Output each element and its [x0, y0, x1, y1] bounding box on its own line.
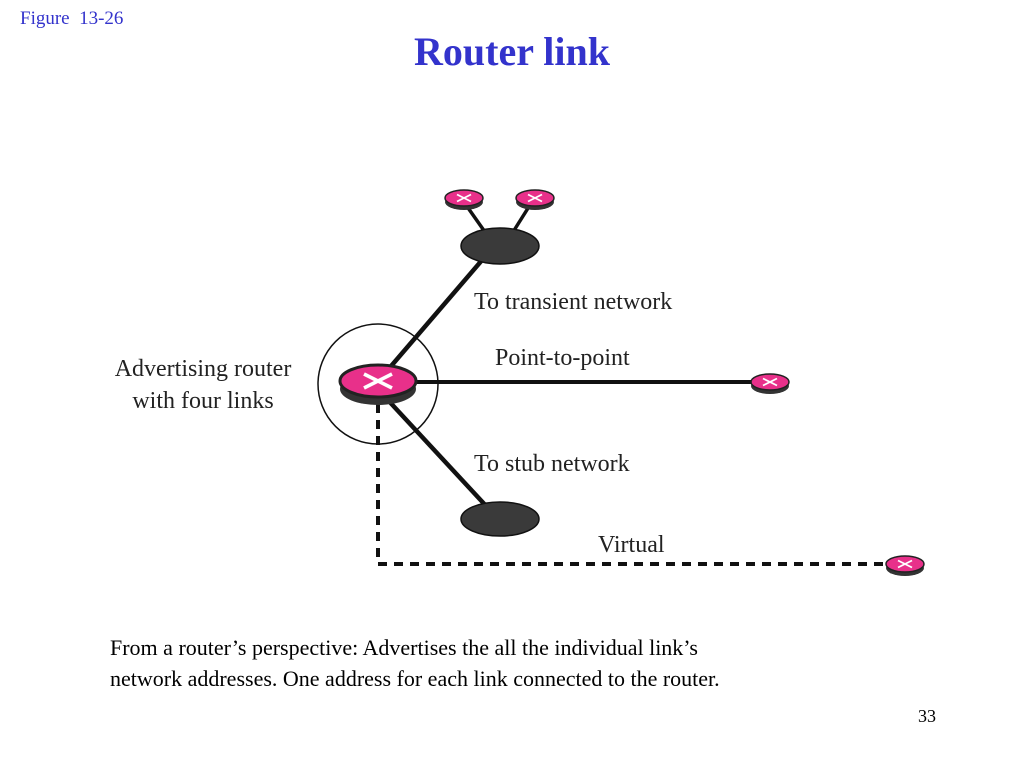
advertising-router-icon: [338, 363, 418, 407]
caption-line-2: network addresses. One address for each …: [110, 666, 720, 691]
transient-router-link-right: [511, 204, 532, 233]
figure-label: Figure 13-26: [20, 8, 124, 29]
transient-link-line: [384, 250, 491, 374]
caption-line-1: From a router’s perspective: Advertises …: [110, 635, 698, 660]
advertising-router-label-line2: with four links: [132, 388, 273, 414]
point-to-point-router-icon: [750, 373, 790, 395]
transient-router-right-icon: [515, 189, 555, 211]
transient-network-label: To transient network: [474, 289, 672, 315]
page-number: 33: [918, 706, 936, 726]
advertising-router-label-line1: Advertising router: [115, 356, 292, 382]
virtual-link-label: Virtual: [598, 532, 665, 558]
advertising-router-circle: [317, 323, 439, 445]
stub-link-line: [384, 396, 490, 510]
virtual-link-router-icon: [885, 555, 925, 577]
slide-caption: From a router’s perspective: Advertises …: [110, 632, 870, 694]
transient-network: [460, 227, 540, 265]
transient-router-left-icon: [444, 189, 484, 211]
virtual-link-line: [376, 404, 900, 566]
stub-network-label: To stub network: [474, 451, 630, 477]
stub-network: [460, 501, 540, 537]
slide-title: Router link: [414, 29, 610, 74]
point-to-point-label: Point-to-point: [495, 345, 630, 371]
